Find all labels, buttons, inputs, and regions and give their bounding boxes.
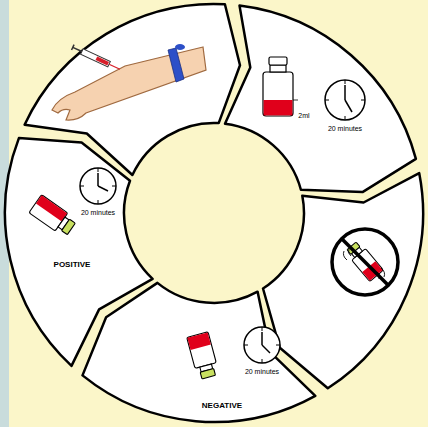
result-label: NEGATIVE [202, 402, 242, 411]
tilted-bottle [29, 195, 78, 238]
result-label: POSITIVE [54, 261, 91, 270]
ring-segment [225, 6, 416, 193]
arm [52, 47, 206, 120]
tourniquet [168, 48, 184, 82]
blood-bottle [263, 57, 298, 116]
clock [244, 327, 280, 363]
ring-segment [5, 138, 153, 366]
clock [80, 168, 116, 204]
arm-illustration [52, 44, 206, 120]
inverted-bottle [187, 332, 220, 380]
no-shaking-sign [332, 229, 398, 295]
time-label: 20 minutes [81, 209, 115, 217]
time-label: 20 minutes [245, 368, 279, 376]
ring-segments [5, 4, 423, 422]
tourniquet-knot [175, 44, 185, 50]
ring-segment [263, 173, 423, 388]
volume-mark: 2ml [298, 112, 309, 120]
clock [325, 80, 365, 120]
syringe [72, 45, 122, 72]
time-label: 20 minutes [328, 125, 362, 133]
ring-segment [83, 283, 316, 422]
